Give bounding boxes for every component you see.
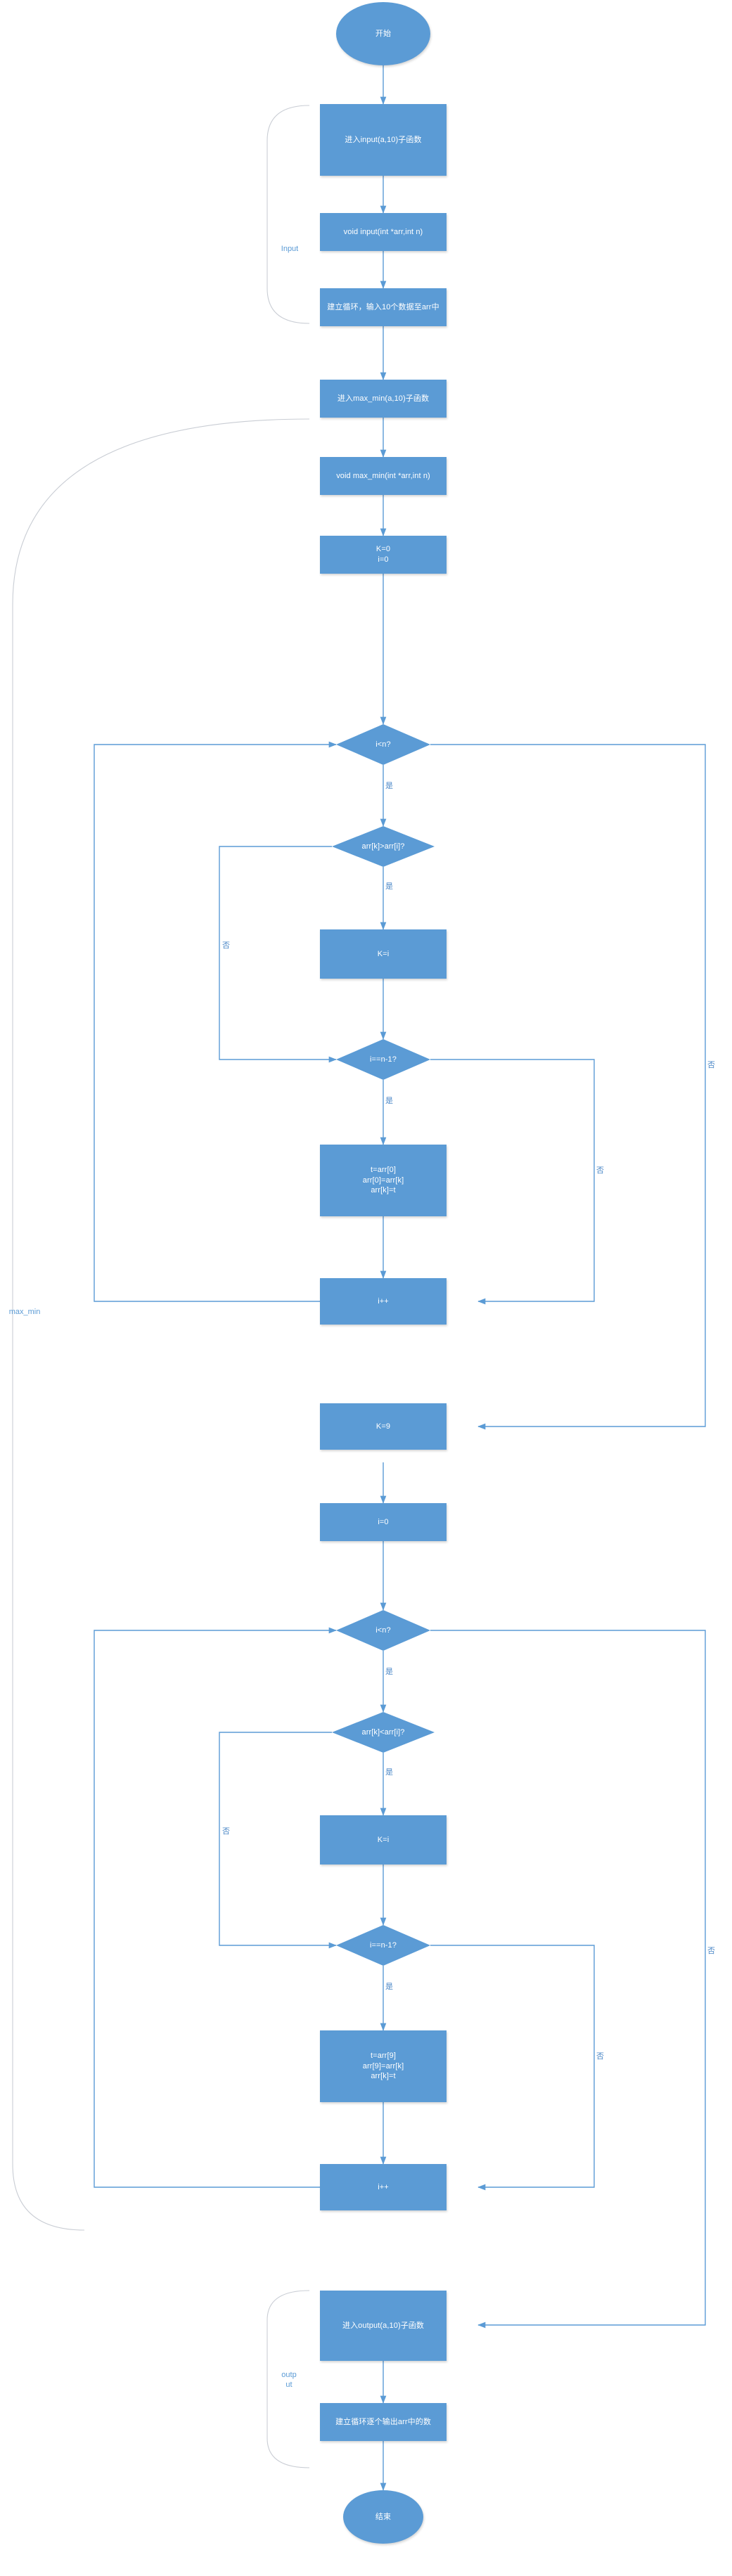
node-swap-9[interactable]: t=arr[9] arr[9]=arr[k] arr[k]=t	[320, 2030, 447, 2102]
node-cond-i-lt-n-1[interactable]: i<n?	[336, 724, 430, 765]
node-inc-i-1[interactable]: i++	[320, 1278, 447, 1325]
edge-label-no-outer-2: 否	[707, 1947, 715, 1955]
node-cond-i-lt-n-2-label: i<n?	[375, 1625, 391, 1635]
node-input-loop[interactable]: 建立循环，输入10个数据至arr中	[320, 288, 447, 326]
diamond-shape	[336, 724, 430, 765]
edge-label-no-1: 否	[222, 941, 230, 950]
node-swap-9-label: t=arr[9] arr[9]=arr[k] arr[k]=t	[362, 2051, 404, 2081]
node-assign-k-i-1[interactable]: K=i	[320, 929, 447, 979]
group-label-input: Input	[281, 245, 299, 253]
node-start[interactable]: 开始	[336, 2, 430, 65]
edge-label-yes-2: 是	[385, 882, 393, 891]
node-output-loop-label: 建立循环逐个输出arr中的数	[335, 2417, 431, 2426]
group-braces	[12, 105, 310, 2468]
node-void-maxmin-label: void max_min(int *arr,int n)	[336, 471, 430, 480]
node-cond-i-eq-n1-1[interactable]: i==n-1?	[336, 1039, 430, 1080]
diamond-shape	[336, 1610, 430, 1651]
node-init-k0-i0[interactable]: K=0 i=0	[320, 536, 447, 574]
node-assign-k9[interactable]: K=9	[320, 1403, 447, 1450]
node-cond-arr-gt-1[interactable]: arr[k]>arr[i]?	[332, 826, 435, 867]
edge-label-yes-4: 是	[385, 1668, 393, 1676]
node-assign-k-i-1-label: K=i	[377, 949, 390, 958]
node-cond-arr-lt-2-label: arr[k]<arr[i]?	[361, 1727, 405, 1737]
brace-maxmin	[12, 418, 310, 2231]
diamond-shape	[332, 826, 435, 867]
edge-label-no-3: 否	[222, 1827, 230, 1836]
diamond-shape	[336, 1039, 430, 1080]
edge-label-yes-1: 是	[385, 782, 393, 790]
node-enter-output[interactable]: 进入output(a,10)子函数	[320, 2291, 447, 2361]
node-swap-0-label: t=arr[0] arr[0]=arr[k] arr[k]=t	[362, 1165, 404, 1195]
edge-label-no-outer-1: 否	[707, 1061, 715, 1069]
node-end-label: 结束	[375, 2512, 392, 2521]
edge-label-no-4: 否	[596, 2052, 604, 2061]
node-cond-i-eq-n1-2-label: i==n-1?	[369, 1940, 397, 1950]
diamond-shape	[332, 1712, 435, 1753]
node-assign-i0-label: i=0	[378, 1517, 389, 1526]
node-cond-i-eq-n1-1-label: i==n-1?	[369, 1055, 397, 1064]
node-cond-i-lt-n-1-label: i<n?	[375, 740, 391, 749]
node-enter-input[interactable]: 进入input(a,10)子函数	[320, 104, 447, 176]
node-cond-arr-gt-1-label: arr[k]>arr[i]?	[361, 842, 405, 851]
node-enter-input-label: 进入input(a,10)子函数	[345, 135, 422, 144]
node-enter-maxmin-label: 进入max_min(a,10)子函数	[337, 394, 430, 403]
group-label-output: outp ut	[281, 2371, 297, 2389]
diamond-shape	[336, 1925, 430, 1966]
node-output-loop[interactable]: 建立循环逐个输出arr中的数	[320, 2403, 447, 2441]
node-void-maxmin[interactable]: void max_min(int *arr,int n)	[320, 457, 447, 495]
node-enter-output-label: 进入output(a,10)子函数	[342, 2321, 425, 2330]
node-start-label: 开始	[375, 29, 392, 38]
edge-label-yes-5: 是	[385, 1768, 393, 1777]
node-assign-k-i-2[interactable]: K=i	[320, 1815, 447, 1865]
node-end[interactable]: 结束	[343, 2490, 423, 2544]
node-swap-0[interactable]: t=arr[0] arr[0]=arr[k] arr[k]=t	[320, 1145, 447, 1216]
node-input-loop-label: 建立循环，输入10个数据至arr中	[327, 302, 439, 311]
node-inc-i-1-label: i++	[378, 1296, 389, 1306]
node-assign-k9-label: K=9	[375, 1422, 391, 1431]
brace-input	[267, 105, 310, 324]
node-inc-i-2-label: i++	[378, 2182, 389, 2191]
node-init-k0-i0-label: K=0 i=0	[375, 545, 391, 564]
node-cond-i-eq-n1-2[interactable]: i==n-1?	[336, 1925, 430, 1966]
edge-label-yes-6: 是	[385, 1983, 393, 1991]
edge-label-no-2: 否	[596, 1166, 604, 1175]
node-void-input-label: void input(int *arr,int n)	[343, 227, 423, 236]
node-assign-i0[interactable]: i=0	[320, 1503, 447, 1541]
node-assign-k-i-2-label: K=i	[377, 1835, 390, 1844]
node-cond-i-lt-n-2[interactable]: i<n?	[336, 1610, 430, 1651]
node-cond-arr-lt-2[interactable]: arr[k]<arr[i]?	[332, 1712, 435, 1753]
edge-label-yes-3: 是	[385, 1097, 393, 1105]
group-label-maxmin: max_min	[8, 1308, 41, 1316]
node-enter-maxmin[interactable]: 进入max_min(a,10)子函数	[320, 380, 447, 418]
node-void-input[interactable]: void input(int *arr,int n)	[320, 213, 447, 251]
node-inc-i-2[interactable]: i++	[320, 2164, 447, 2210]
